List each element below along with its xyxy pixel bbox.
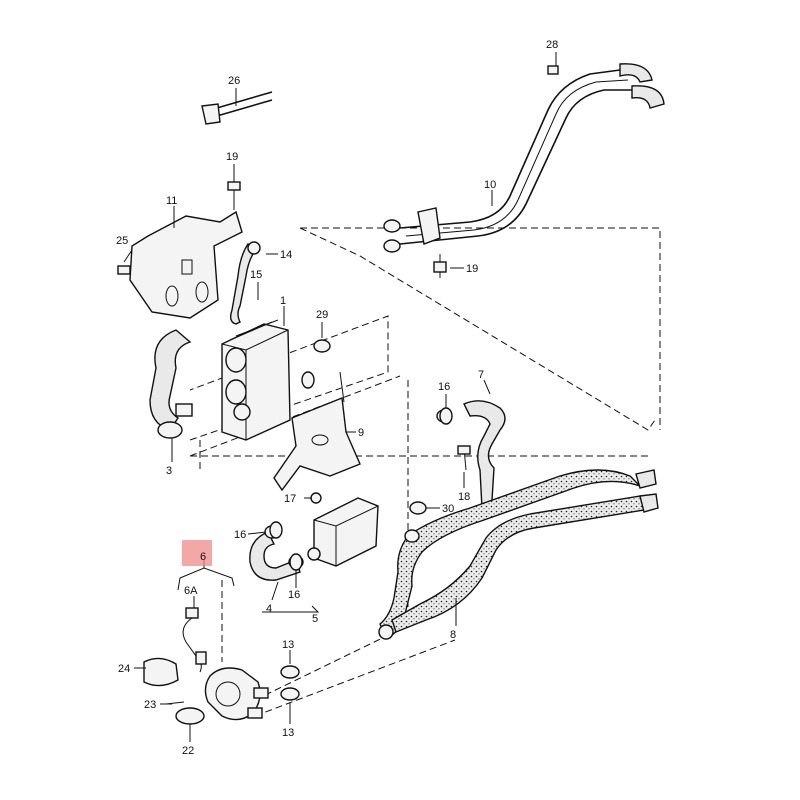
hose-8-lower: [378, 469, 659, 640]
callout-14: 14: [280, 249, 292, 261]
callout-29: 29: [316, 309, 328, 321]
curved-hose-left: [149, 329, 193, 439]
clamps-16: [269, 407, 453, 571]
callout-labels: 1 3 4 5 6 6A 7 8 9 10 11 13 13 14 15 16 …: [116, 39, 558, 757]
callout-11: 11: [166, 195, 177, 207]
cable-tie: [201, 91, 273, 125]
callout-6: 6: [200, 551, 206, 563]
callout-13-lower: 13: [282, 727, 294, 739]
callout-7: 7: [478, 369, 484, 381]
clip-29: [313, 339, 331, 353]
wiring-harness-6a: [182, 607, 207, 673]
callout-26: 26: [228, 75, 240, 87]
callout-4: 4: [266, 603, 272, 615]
callout-22: 22: [182, 745, 194, 757]
callout-19-upper: 19: [226, 151, 238, 163]
callout-16-left: 16: [234, 529, 246, 541]
callout-3: 3: [166, 465, 172, 477]
clamp-30: [409, 501, 427, 515]
callout-10: 10: [484, 179, 496, 191]
callout-24: 24: [118, 663, 130, 675]
callout-1: 1: [280, 295, 286, 307]
callout-15: 15: [250, 269, 262, 281]
callout-9: 9: [358, 427, 364, 439]
nut-17: [310, 492, 322, 504]
callout-25: 25: [116, 235, 128, 247]
callout-17: 17: [284, 493, 296, 505]
small-vent-hose: [229, 241, 261, 325]
coolant-pump: [204, 667, 269, 721]
mounting-bracket: [117, 181, 243, 319]
callout-8: 8: [450, 629, 456, 641]
callout-18: 18: [458, 491, 470, 503]
highlight-box: [182, 540, 212, 566]
callout-16-lower: 16: [288, 589, 300, 601]
clamps-lower: [143, 657, 300, 725]
callout-23: 23: [144, 699, 156, 711]
heat-exchanger-bracket: [273, 371, 361, 492]
callout-28: 28: [546, 39, 558, 51]
callout-6a: 6A: [184, 585, 198, 597]
callout-13-upper: 13: [282, 639, 294, 651]
leader-lines: [123, 52, 557, 742]
callout-19-right: 19: [466, 263, 478, 275]
coolant-pipes-upper: [383, 63, 665, 278]
auxiliary-heater-cylinder: [307, 497, 379, 567]
callout-30: 30: [442, 503, 454, 515]
callout-5: 5: [312, 613, 318, 625]
heat-exchanger: [221, 319, 315, 441]
callout-16-upper: 16: [438, 381, 450, 393]
